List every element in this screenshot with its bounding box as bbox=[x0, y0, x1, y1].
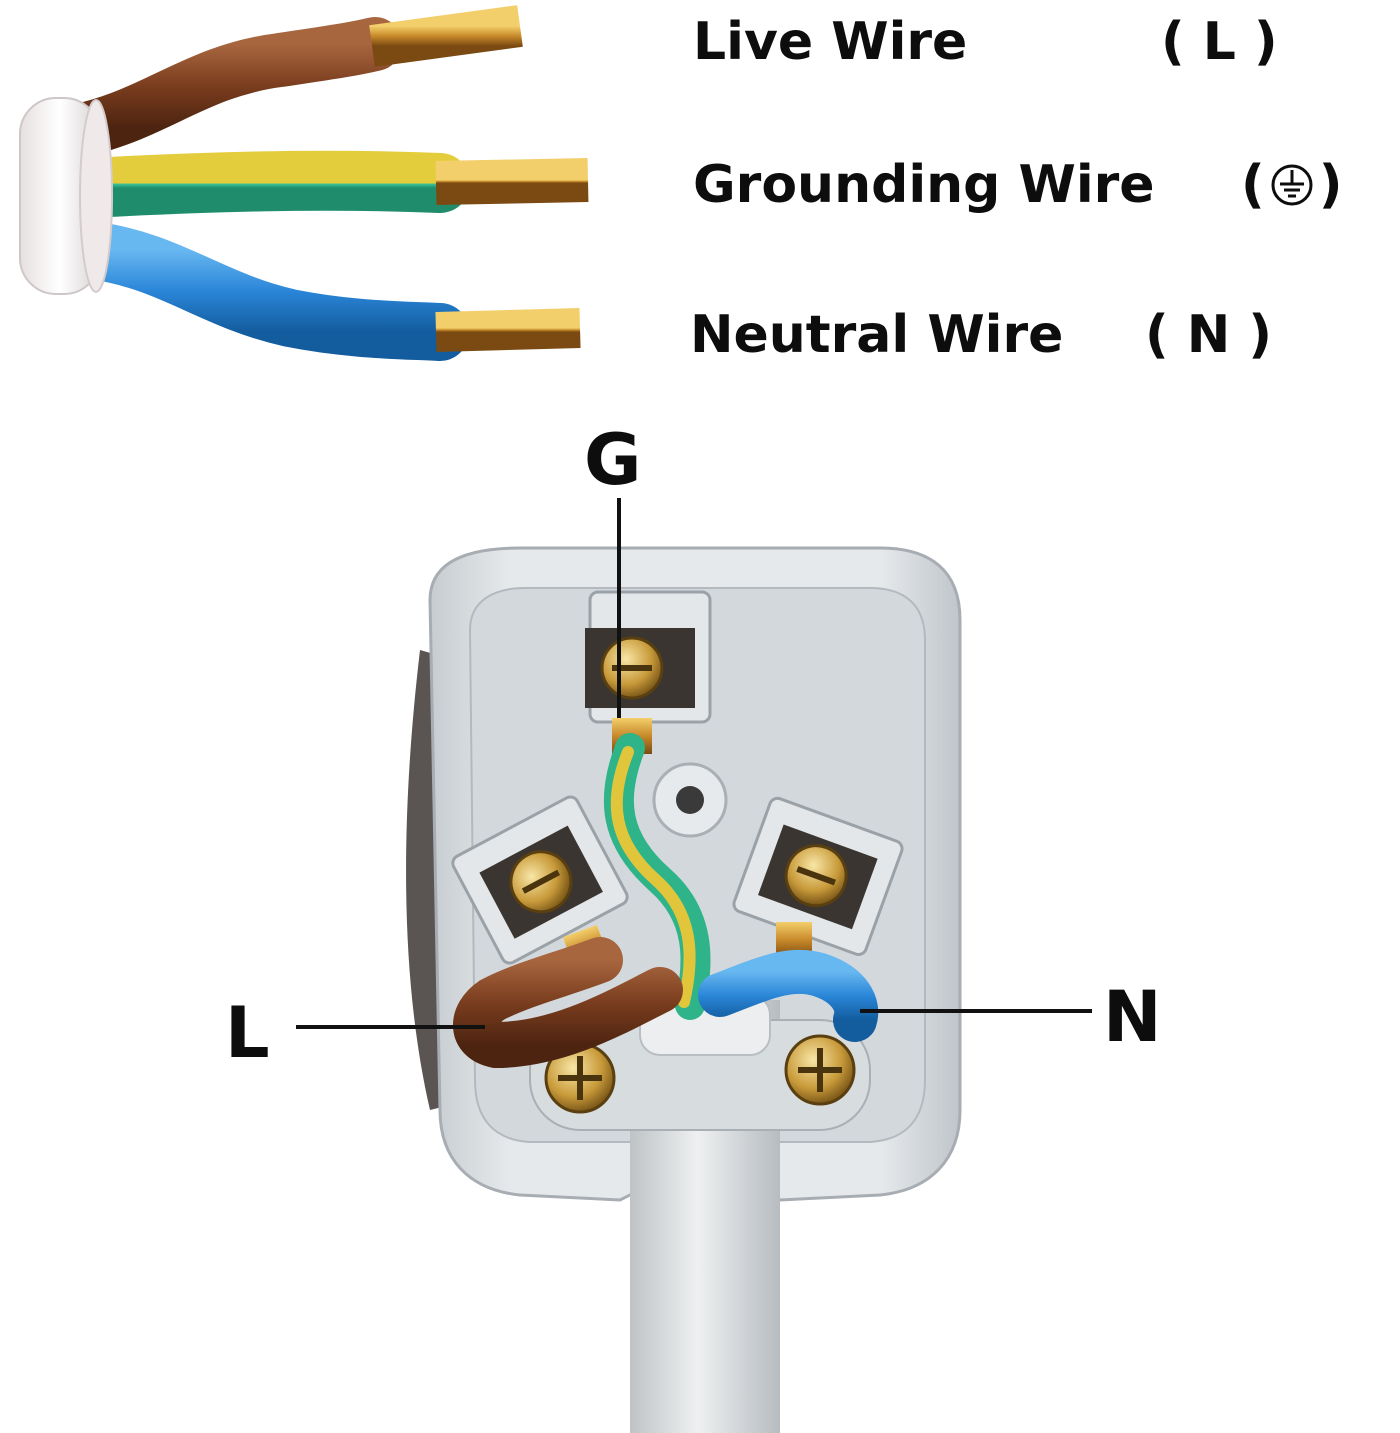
neutral-wire-insulation bbox=[61, 221, 469, 361]
cable-sheath-end bbox=[79, 99, 113, 293]
stripped-cable bbox=[19, 5, 589, 361]
legend-neutral-letter: N bbox=[1186, 305, 1231, 365]
legend-ground-name: Grounding Wire bbox=[693, 155, 1155, 215]
earth-icon bbox=[1271, 164, 1313, 206]
callout-live: L bbox=[225, 992, 270, 1074]
live-terminal bbox=[451, 795, 629, 965]
centre-pin-hole-inner bbox=[676, 786, 704, 814]
callout-ground: G bbox=[584, 419, 642, 501]
clamp-screw-right-slot bbox=[798, 1048, 842, 1092]
legend-row-neutral: Neutral Wire ( N ) bbox=[690, 303, 1272, 367]
plug-neutral-wire bbox=[698, 949, 879, 1042]
legend-neutral-name: Neutral Wire bbox=[690, 305, 1064, 365]
legend-row-live: Live Wire ( L ) bbox=[693, 10, 1278, 74]
legend-live-name: Live Wire bbox=[693, 12, 968, 72]
neutral-wire-copper bbox=[435, 308, 581, 352]
legend-live-letter: L bbox=[1202, 12, 1236, 72]
clamp-screw-left-slot bbox=[558, 1056, 602, 1100]
earth-wire-insulation bbox=[60, 150, 470, 218]
legend-row-ground: Grounding Wire ( ) bbox=[693, 153, 1343, 217]
plug-earth-wire-stripe bbox=[610, 746, 696, 1008]
live-wire-insulation bbox=[63, 17, 402, 155]
legend-neutral-symbol: ( N ) bbox=[1145, 305, 1273, 365]
callout-neutral: N bbox=[1103, 976, 1162, 1058]
neutral-terminal bbox=[732, 796, 904, 956]
legend-ground-symbol: ( ) bbox=[1241, 155, 1343, 215]
live-wire-copper bbox=[369, 5, 523, 67]
plug-live-wire bbox=[453, 937, 683, 1069]
earth-wire-copper bbox=[435, 158, 589, 205]
open-plug bbox=[406, 546, 962, 1433]
legend-live-symbol: ( L ) bbox=[1161, 12, 1278, 72]
